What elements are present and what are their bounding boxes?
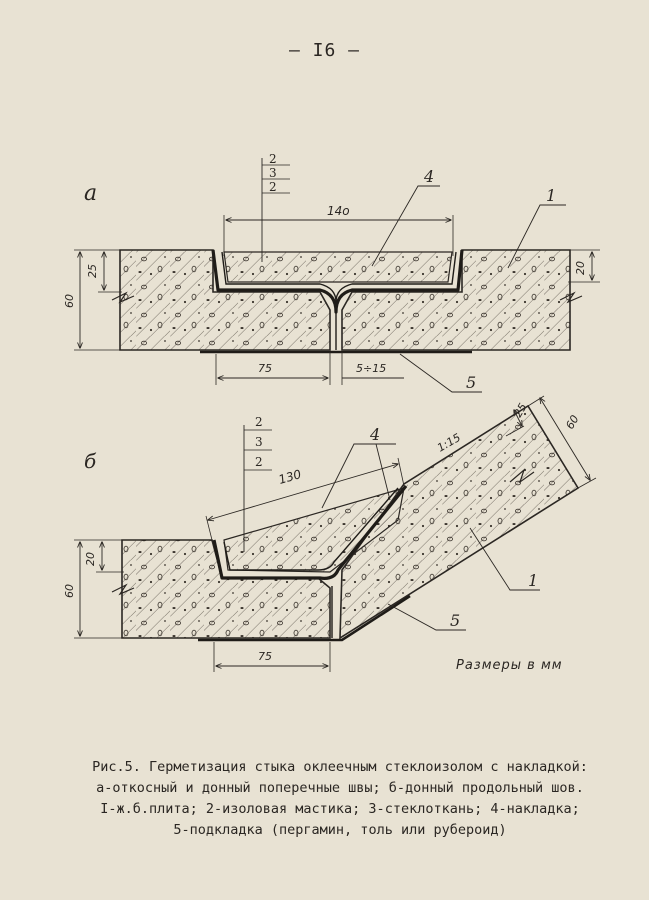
figure-a-dim-gap: 5÷15: [356, 362, 386, 375]
figure-b-dim-75: 75: [258, 650, 272, 663]
page-number: — I6 —: [288, 40, 361, 61]
figure-b-dim-25: 25: [511, 401, 529, 420]
figure-a-right-slab: [341, 249, 571, 351]
figure-a-callout-1: 1: [546, 186, 556, 205]
figure-b: б 130 2: [63, 395, 597, 672]
figure-b-callout-5: 5: [450, 611, 460, 630]
figure-b-callout-4: 4: [369, 425, 380, 444]
caption-line-1: Рис.5. Герметизация стыка оклеечным стек…: [92, 759, 588, 775]
figure-a-callout-5: 5: [466, 373, 476, 392]
figure-b-dim-20: 20: [84, 552, 97, 566]
figure-b-dim-130: 130: [277, 467, 303, 487]
figure-b-underlay: [198, 594, 411, 642]
figure-b-seal-tray: [212, 484, 408, 580]
figure-b-left-slab: [121, 539, 331, 639]
figure-b-dim-60-left: 60: [63, 584, 76, 598]
units-note: Размеры в мм: [456, 658, 563, 673]
figure-b-callout-1: 1: [528, 571, 538, 590]
figure-a-label: а: [84, 181, 97, 206]
figure-b-dim-60-right: 60: [563, 413, 581, 432]
figure-a-dim-140: 14o: [327, 204, 350, 218]
caption-line-2: а-откосный и донный поперечные швы; б-до…: [96, 780, 584, 796]
figure-a-dim-60: 60: [63, 294, 76, 308]
figure-a-layer-mid: 3: [269, 166, 277, 180]
caption-line-4: 5-подкладка (пергамин, толь или рубероид…: [173, 822, 507, 838]
figure-b-layer-top: 2: [255, 415, 263, 429]
figure-a-layer-top: 2: [269, 152, 277, 166]
figure-b-layer-mid: 3: [255, 435, 263, 449]
figure-a-dim-75: 75: [258, 362, 272, 375]
figure-a-overlay: [223, 251, 453, 283]
figure-a-dim-25: 25: [86, 264, 99, 278]
figure-a-dim-20: 20: [574, 261, 587, 275]
figure-b-label: б: [84, 449, 97, 473]
figure-a-callout-4: 4: [423, 167, 434, 186]
figure-a: а 14o 2: [63, 152, 600, 393]
figure-b-layer-bottom: 2: [255, 455, 263, 469]
figure-caption: Рис.5. Герметизация стыка оклеечным стек…: [60, 757, 620, 841]
caption-line-3: I-ж.б.плита; 2-изоловая мастика; 3-стекл…: [100, 801, 580, 817]
figure-a-layer-bottom: 2: [269, 180, 277, 194]
